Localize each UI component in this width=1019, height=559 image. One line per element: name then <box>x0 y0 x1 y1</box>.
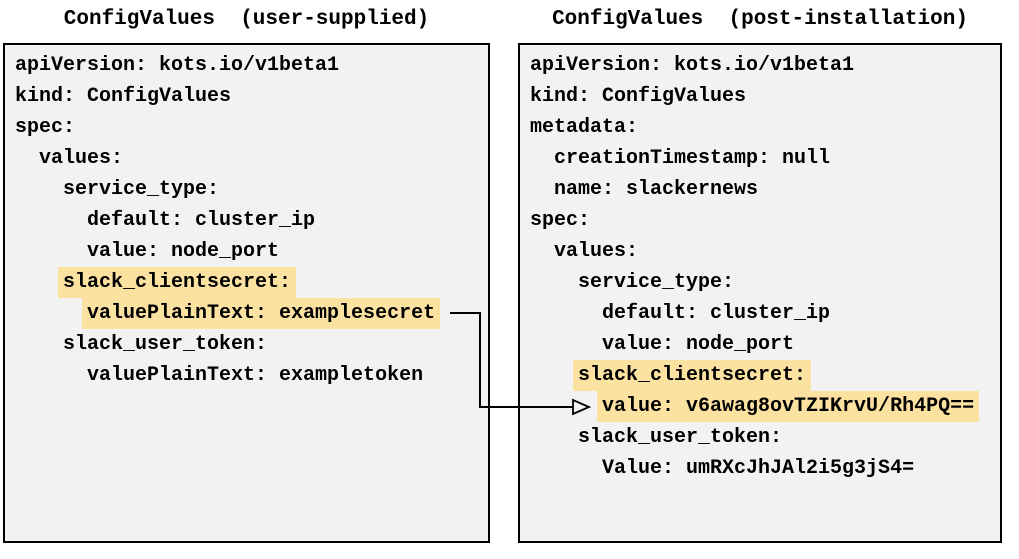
code-line: slack_user_token: <box>15 329 478 360</box>
code-indent <box>15 333 63 356</box>
code-text: spec: <box>530 209 591 232</box>
code-indent <box>530 395 602 418</box>
code-text: default: cluster_ip <box>602 302 831 325</box>
highlighted-code-text: slack_clientsecret: <box>58 267 297 298</box>
code-line: metadata: <box>530 112 990 143</box>
code-line: kind: ConfigValues <box>15 81 478 112</box>
code-indent <box>530 364 578 387</box>
code-line: value: v6awag8ovTZIKrvU/Rh4PQ== <box>530 391 990 422</box>
code-text: name: slackernews <box>554 178 759 201</box>
code-line: name: slackernews <box>530 174 990 205</box>
code-indent <box>530 178 554 201</box>
code-text: apiVersion: kots.io/v1beta1 <box>530 54 855 77</box>
code-line: values: <box>15 143 478 174</box>
code-indent <box>530 302 602 325</box>
code-line: service_type: <box>530 267 990 298</box>
code-indent <box>530 240 554 263</box>
code-line: kind: ConfigValues <box>530 81 990 112</box>
code-text: values: <box>39 147 124 170</box>
code-line: slack_clientsecret: <box>15 267 478 298</box>
code-text: service_type: <box>63 178 220 201</box>
code-indent <box>530 271 578 294</box>
code-text: kind: ConfigValues <box>15 85 232 108</box>
highlighted-code-text: slack_clientsecret: <box>573 360 812 391</box>
code-line: creationTimestamp: null <box>530 143 990 174</box>
code-indent <box>15 271 63 294</box>
code-indent <box>15 240 87 263</box>
code-line: value: node_port <box>15 236 478 267</box>
right-panel-title: ConfigValues (post-installation) <box>552 8 968 31</box>
code-text: service_type: <box>578 271 735 294</box>
code-indent <box>15 209 87 232</box>
code-text: spec: <box>15 116 76 139</box>
code-text: Value: umRXcJhJAl2i5g3jS4= <box>602 457 915 480</box>
code-text: values: <box>554 240 639 263</box>
code-text: valuePlainText: exampletoken <box>87 364 424 387</box>
code-line: default: cluster_ip <box>15 205 478 236</box>
code-text: value: node_port <box>602 333 795 356</box>
code-indent <box>15 364 87 387</box>
code-indent <box>15 178 63 201</box>
code-line: slack_user_token: <box>530 422 990 453</box>
code-line: spec: <box>15 112 478 143</box>
code-line: apiVersion: kots.io/v1beta1 <box>15 50 478 81</box>
code-indent <box>530 333 602 356</box>
code-text: apiVersion: kots.io/v1beta1 <box>15 54 340 77</box>
code-line: apiVersion: kots.io/v1beta1 <box>530 50 990 81</box>
user-supplied-config-panel: apiVersion: kots.io/v1beta1 kind: Config… <box>3 43 490 543</box>
highlighted-code-text: valuePlainText: examplesecret <box>82 298 441 329</box>
code-line: valuePlainText: exampletoken <box>15 360 478 391</box>
code-text: value: node_port <box>87 240 280 263</box>
code-indent <box>530 147 554 170</box>
post-installation-config-panel: apiVersion: kots.io/v1beta1 kind: Config… <box>518 43 1002 543</box>
code-line: Value: umRXcJhJAl2i5g3jS4= <box>530 453 990 484</box>
code-line: slack_clientsecret: <box>530 360 990 391</box>
code-indent <box>530 426 578 449</box>
code-indent <box>15 302 87 325</box>
left-panel-title: ConfigValues (user-supplied) <box>63 8 430 31</box>
code-text: creationTimestamp: null <box>554 147 831 170</box>
code-indent <box>15 147 39 170</box>
code-line: service_type: <box>15 174 478 205</box>
code-line: valuePlainText: examplesecret <box>15 298 478 329</box>
code-line: values: <box>530 236 990 267</box>
code-text: slack_user_token: <box>63 333 268 356</box>
code-line: value: node_port <box>530 329 990 360</box>
highlighted-code-text: value: v6awag8ovTZIKrvU/Rh4PQ== <box>597 391 980 422</box>
code-indent <box>530 457 602 480</box>
code-text: kind: ConfigValues <box>530 85 747 108</box>
code-line: spec: <box>530 205 990 236</box>
code-text: metadata: <box>530 116 639 139</box>
code-text: slack_user_token: <box>578 426 783 449</box>
code-line: default: cluster_ip <box>530 298 990 329</box>
code-text: default: cluster_ip <box>87 209 316 232</box>
